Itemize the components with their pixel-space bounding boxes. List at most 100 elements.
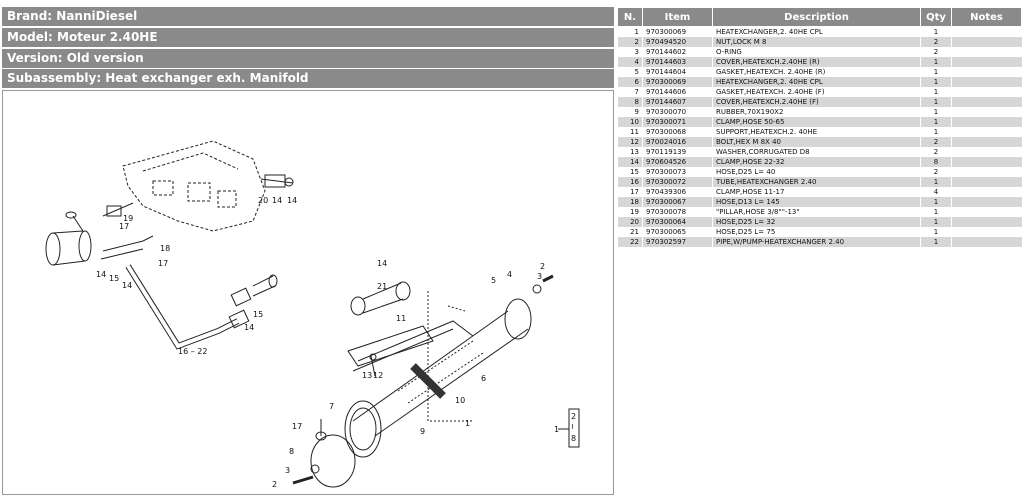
callout-14: 14 xyxy=(287,196,297,205)
cell-notes xyxy=(951,237,1022,247)
cell-description: NUT,LOCK M 8 xyxy=(712,37,921,47)
callout-21: 21 xyxy=(377,282,387,291)
cell-item: 970144602 xyxy=(642,47,713,57)
cell-notes xyxy=(951,187,1022,197)
cell-notes xyxy=(951,67,1022,77)
cell-description: CLAMP,HOSE 22-32 xyxy=(712,157,921,167)
cell-description: HOSE,D13 L= 145 xyxy=(712,197,921,207)
cell-qty: 1 xyxy=(920,77,952,87)
cell-notes xyxy=(951,107,1022,117)
cell-description: COVER,HEATEXCH.2.40HE (F) xyxy=(712,97,921,107)
cell-qty: 1 xyxy=(920,237,952,247)
callout-1: 1 xyxy=(465,419,470,428)
cell-qty: 1 xyxy=(920,177,952,187)
cell-item: 970300070 xyxy=(642,107,713,117)
column-header-description[interactable]: Description xyxy=(712,7,921,27)
cell-number: 7 xyxy=(617,87,643,97)
column-header-notes[interactable]: Notes xyxy=(951,7,1022,27)
subassembly-header: Subassembly: Heat exchanger exh. Manifol… xyxy=(2,69,614,88)
cell-item: 970024016 xyxy=(642,137,713,147)
cell-item: 970144603 xyxy=(642,57,713,67)
cell-number: 5 xyxy=(617,67,643,77)
cell-description: "PILLAR,HOSE 3/8""-13" xyxy=(712,207,921,217)
model-header: Model: Moteur 2.40HE xyxy=(2,28,614,47)
cell-number: 2 xyxy=(617,37,643,47)
cell-item: 970302597 xyxy=(642,237,713,247)
cell-description: WASHER,CORRUGATED D8 xyxy=(712,147,921,157)
cell-item: 970144606 xyxy=(642,87,713,97)
column-header-qty[interactable]: Qty xyxy=(920,7,952,27)
cell-number: 11 xyxy=(617,127,643,137)
cell-description: HOSE,D25 L= 32 xyxy=(712,217,921,227)
cell-item: 970604526 xyxy=(642,157,713,167)
cell-number: 13 xyxy=(617,147,643,157)
cell-description: GASKET,HEATEXCH. 2.40HE (R) xyxy=(712,67,921,77)
callout-3: 3 xyxy=(537,272,542,281)
cell-number: 17 xyxy=(617,187,643,197)
brand-header: Brand: NanniDiesel xyxy=(2,7,614,26)
cell-item: 970119139 xyxy=(642,147,713,157)
callout-3: 3 xyxy=(285,466,290,475)
cell-description: RUBBER,70X190X2 xyxy=(712,107,921,117)
cell-description: BOLT,HEX M 8X 40 xyxy=(712,137,921,147)
column-header-item[interactable]: Item xyxy=(642,7,713,27)
cell-notes xyxy=(951,137,1022,147)
cell-qty: 2 xyxy=(920,137,952,147)
svg-text:≀: ≀ xyxy=(571,422,574,431)
cell-qty: 1 xyxy=(920,57,952,67)
cell-description: HEATEXCHANGER,2. 40HE CPL xyxy=(712,77,921,87)
cell-number: 18 xyxy=(617,197,643,207)
cell-notes xyxy=(951,197,1022,207)
cell-notes xyxy=(951,217,1022,227)
column-header-number[interactable]: N. xyxy=(617,7,643,27)
cell-description: SUPPORT,HEATEXCH.2. 40HE xyxy=(712,127,921,137)
cell-notes xyxy=(951,117,1022,127)
cell-qty: 1 xyxy=(920,67,952,77)
cell-qty: 1 xyxy=(920,217,952,227)
cell-item: 970300071 xyxy=(642,117,713,127)
callout-18: 18 xyxy=(160,244,170,253)
callout-15: 15 xyxy=(253,310,263,319)
cell-number: 21 xyxy=(617,227,643,237)
cell-qty: 1 xyxy=(920,97,952,107)
cell-item: 970300064 xyxy=(642,217,713,227)
cell-item: 970300072 xyxy=(642,177,713,187)
cell-notes xyxy=(951,207,1022,217)
cell-number: 4 xyxy=(617,57,643,67)
callout-14: 14 xyxy=(122,281,132,290)
cell-description: O-RING xyxy=(712,47,921,57)
callout-8: 8 xyxy=(289,447,294,456)
cell-item: 970300073 xyxy=(642,167,713,177)
callout-2: 2 xyxy=(272,480,277,489)
callout-17: 17 xyxy=(158,259,168,268)
cell-number: 22 xyxy=(617,237,643,247)
cell-notes xyxy=(951,157,1022,167)
callout-14: 14 xyxy=(377,259,387,268)
cell-number: 8 xyxy=(617,97,643,107)
cell-notes xyxy=(951,87,1022,97)
callout-9: 9 xyxy=(420,427,425,436)
cell-description: TUBE,HEATEXCHANGER 2.40 xyxy=(712,177,921,187)
